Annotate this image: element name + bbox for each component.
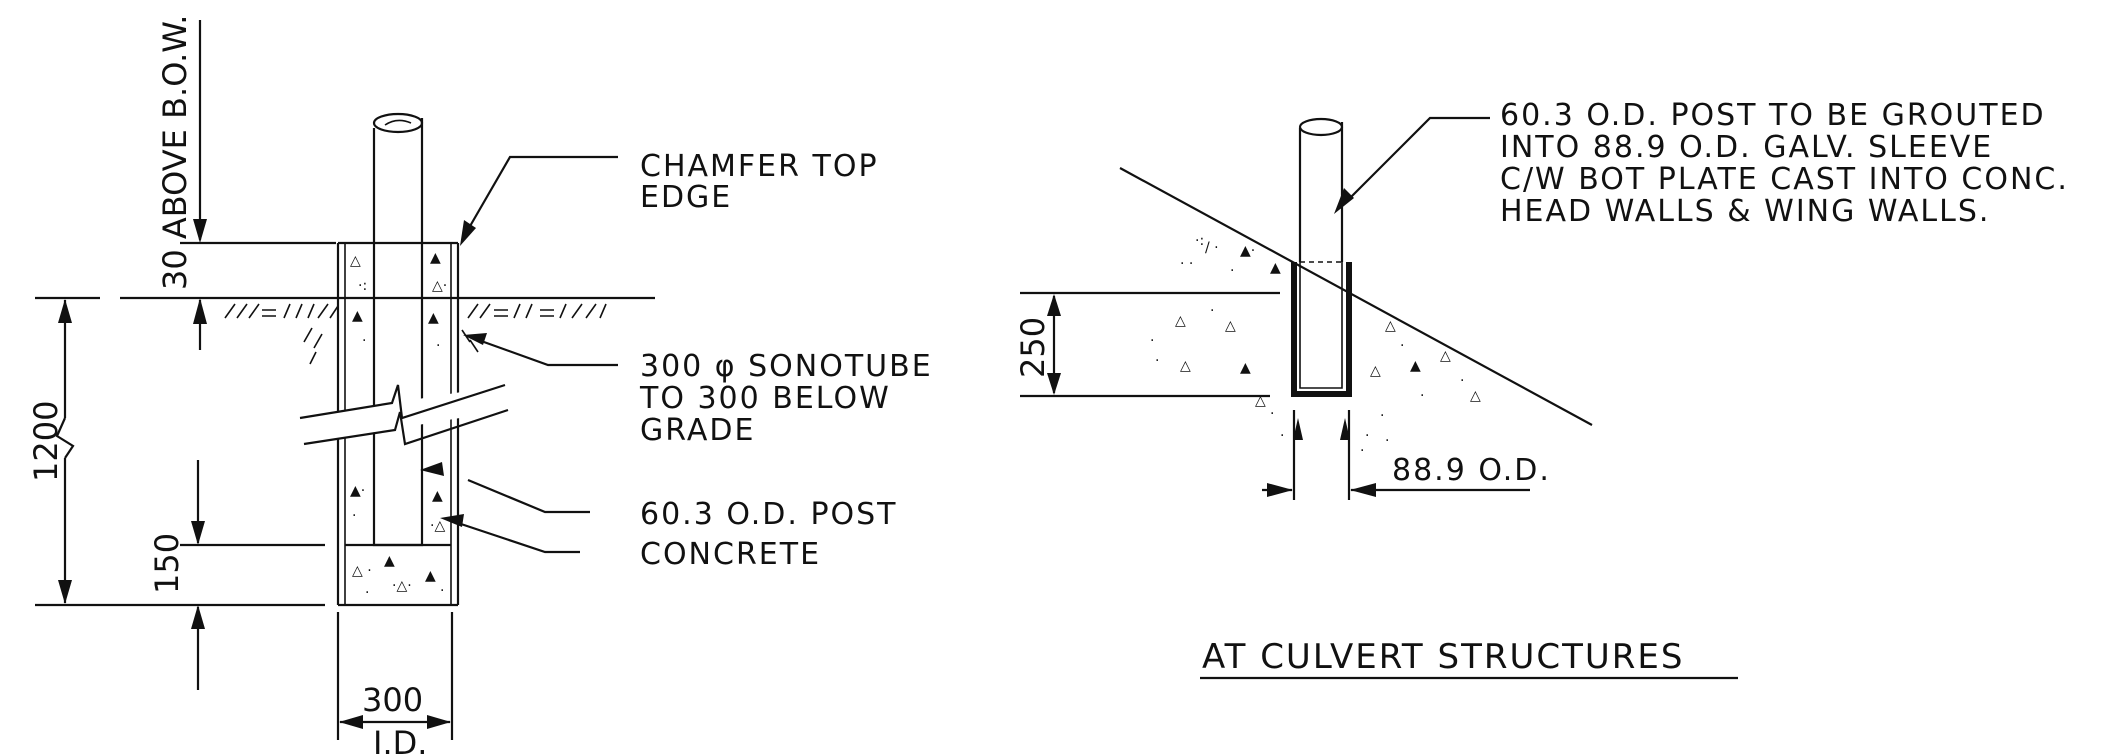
svg-text:·△·: ·△· bbox=[392, 578, 412, 594]
dim-1200 bbox=[35, 296, 325, 607]
svg-text:△: △ bbox=[1470, 388, 1481, 404]
callout-sonotube-3: GRADE bbox=[640, 413, 755, 448]
callout-chamfer-1: CHAMFER TOP bbox=[640, 149, 879, 184]
svg-text:·:: ·: bbox=[358, 278, 367, 294]
svg-text:·△: ·△ bbox=[430, 518, 445, 534]
dim-150 bbox=[180, 460, 325, 690]
svg-text:·: · bbox=[440, 583, 444, 599]
svg-text:·: · bbox=[1420, 388, 1424, 404]
svg-text:▲: ▲ bbox=[1270, 260, 1281, 276]
dim-250-label: 250 bbox=[1014, 317, 1052, 378]
earth-hatch-right bbox=[461, 303, 607, 353]
dim-150-label: 150 bbox=[148, 533, 186, 594]
concrete-aggregate: △ ·: ▲ · ▲ △· ▲ · ▲· · ▲ ·△ △ · ▲ ·△· ▲ … bbox=[350, 250, 447, 601]
svg-text:·: · bbox=[352, 508, 356, 524]
callout-sonotube-1: 300 φ SONOTUBE bbox=[640, 349, 933, 384]
post-60mm bbox=[345, 112, 451, 547]
svg-text:·: · bbox=[1360, 443, 1364, 459]
svg-text:▲: ▲ bbox=[425, 568, 436, 584]
svg-text:·: · bbox=[436, 338, 440, 354]
svg-text:△: △ bbox=[1175, 313, 1186, 329]
note-line-3: C/W BOT PLATE CAST INTO CONC. bbox=[1500, 162, 2069, 197]
svg-text:·: · bbox=[1230, 263, 1234, 279]
svg-text:·:: ·: bbox=[1195, 233, 1204, 249]
callout-concrete: CONCRETE bbox=[640, 537, 821, 572]
svg-text:·: · bbox=[362, 333, 366, 349]
svg-text:·: · bbox=[1210, 303, 1214, 319]
svg-text:▲: ▲ bbox=[352, 308, 363, 324]
callout-leaders bbox=[420, 155, 618, 554]
dim-250 bbox=[1020, 291, 1280, 398]
callout-sonotube-2: TO 300 BELOW bbox=[639, 381, 891, 416]
galv-sleeve bbox=[1291, 262, 1352, 397]
earth-hatch-left bbox=[224, 303, 339, 365]
svg-text:▲·: ▲· bbox=[350, 483, 365, 499]
svg-text:·: · bbox=[1270, 406, 1274, 422]
svg-text:△: △ bbox=[1370, 363, 1381, 379]
dim-30 bbox=[180, 20, 336, 350]
right-culvert-detail: ·: / · ▲· · · · ▲ △ · △ · △ ▲ · △ · · △ … bbox=[1014, 98, 2069, 680]
svg-text:△: △ bbox=[1440, 348, 1451, 364]
svg-text:△·: △· bbox=[432, 278, 447, 294]
wingwall-slope bbox=[1119, 167, 1593, 426]
svg-text:·: · bbox=[365, 585, 369, 601]
svg-text:△: △ bbox=[1385, 318, 1396, 334]
svg-text:· ·: · · bbox=[1180, 256, 1193, 272]
svg-text:·: · bbox=[1155, 353, 1159, 369]
svg-text:·: · bbox=[1385, 433, 1389, 449]
svg-text:▲: ▲ bbox=[384, 553, 395, 569]
svg-text:▲·: ▲· bbox=[1240, 243, 1255, 259]
culvert-post bbox=[1298, 117, 1344, 263]
svg-text:·: · bbox=[1400, 338, 1404, 354]
svg-text:△: △ bbox=[1255, 393, 1266, 409]
svg-text:·: · bbox=[1365, 428, 1369, 444]
svg-text:·: · bbox=[1460, 373, 1464, 389]
callout-post: 60.3 O.D. POST bbox=[640, 497, 898, 532]
note-leader bbox=[1339, 116, 1490, 209]
note-line-1: 60.3 O.D. POST TO BE GROUTED bbox=[1500, 98, 2046, 133]
svg-text:▲: ▲ bbox=[428, 310, 439, 326]
note-line-4: HEAD WALLS & WING WALLS. bbox=[1500, 194, 1990, 229]
svg-text:·: · bbox=[1150, 333, 1154, 349]
dim-300-label: 300 bbox=[362, 681, 423, 719]
svg-text:△: △ bbox=[1180, 358, 1191, 374]
svg-text:/ ·: / · bbox=[1205, 240, 1219, 256]
dim-30-label: 30 ABOVE B.O.W. bbox=[156, 15, 194, 290]
svg-text:▲: ▲ bbox=[1240, 360, 1251, 376]
dim-1200-label: 1200 bbox=[27, 401, 65, 482]
svg-text:△: △ bbox=[350, 253, 361, 269]
svg-text:△ ·: △ · bbox=[352, 563, 372, 579]
svg-text:·: · bbox=[1380, 408, 1384, 424]
dim-300-note: I.D. bbox=[373, 724, 427, 756]
dim-88-9-label: 88.9 O.D. bbox=[1392, 453, 1551, 488]
svg-text:▲: ▲ bbox=[430, 250, 441, 266]
culvert-concrete: ·: / · ▲· · · · ▲ △ · △ · △ ▲ · △ · · △ … bbox=[1150, 233, 1481, 459]
svg-text:△: △ bbox=[1225, 318, 1236, 334]
dim-300 bbox=[336, 612, 454, 740]
break-line bbox=[299, 383, 509, 446]
detail-title: AT CULVERT STRUCTURES bbox=[1202, 637, 1684, 677]
callout-chamfer-2: EDGE bbox=[640, 180, 732, 215]
svg-text:▲: ▲ bbox=[1410, 358, 1421, 374]
svg-text:·: · bbox=[1280, 428, 1284, 444]
dim-88-9 bbox=[1262, 410, 1530, 500]
left-post-detail: △ ·: ▲ · ▲ △· ▲ · ▲· · ▲ ·△ △ · ▲ ·△· ▲ … bbox=[27, 15, 933, 756]
svg-text:▲: ▲ bbox=[432, 488, 443, 504]
note-line-2: INTO 88.9 O.D. GALV. SLEEVE bbox=[1500, 130, 1993, 165]
